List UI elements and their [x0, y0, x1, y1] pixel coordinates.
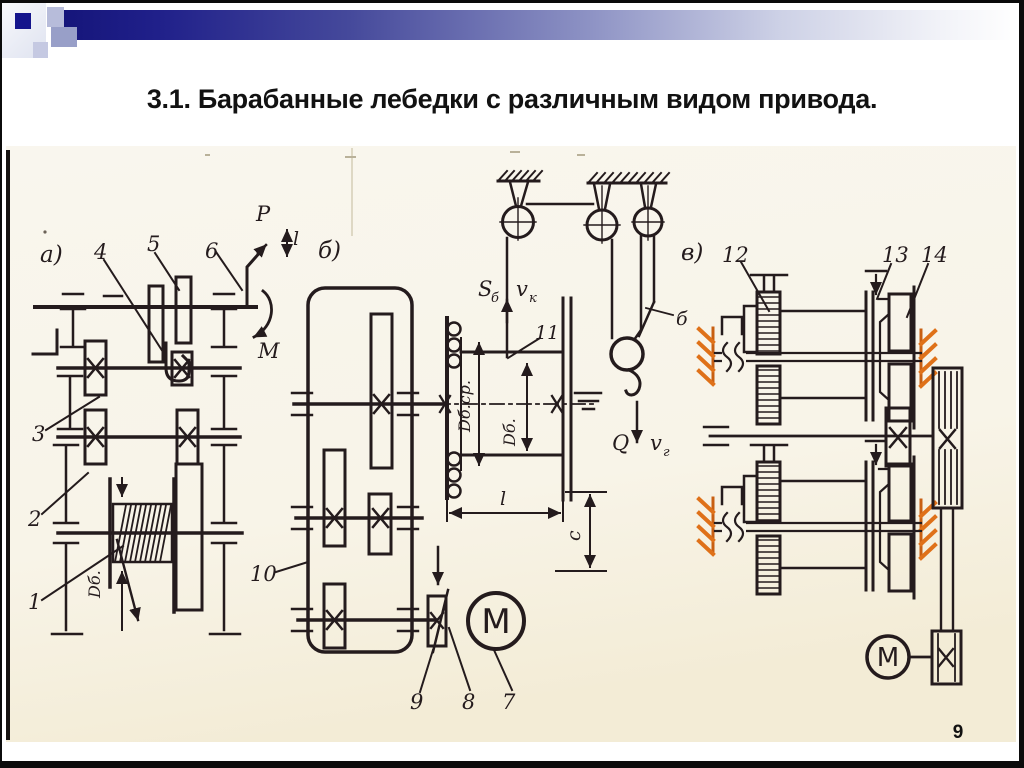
torque-label: M [257, 339, 280, 363]
vertical-gear-column [930, 366, 964, 686]
part-label-14: 14 [921, 243, 948, 267]
deco-square-light2 [33, 42, 48, 58]
section-label-v: в) [681, 240, 703, 266]
gearbox-gears [322, 312, 394, 650]
frame-left [0, 0, 2, 768]
scan-left-edge [6, 150, 10, 740]
drum-length-label: l [500, 488, 506, 510]
upper-drum-assembly [713, 269, 923, 430]
part-label-13: 13 [882, 243, 909, 267]
gearbox-housing [306, 286, 414, 654]
part-label-6: 6 [205, 239, 218, 263]
load-speed-sub: г [663, 445, 670, 460]
housing-bearings [290, 391, 420, 633]
part-label-12: 12 [722, 243, 749, 267]
part-label-7: 7 [502, 690, 516, 714]
deco-square-dark [15, 13, 31, 29]
output-shaft [702, 406, 934, 468]
part-label-5: 5 [147, 232, 160, 256]
frame-right [1019, 0, 1024, 768]
rope-speed-label: v [516, 277, 528, 301]
part-leaders-a [40, 251, 181, 602]
scan-artifacts [43, 148, 585, 236]
anchor-hatch-marks [696, 326, 938, 561]
drum-dimensions [446, 342, 607, 572]
slide-title: 3.1. Барабанные лебедки с различным видо… [146, 84, 878, 114]
crank-force-label: P [255, 202, 271, 226]
diagram-a-hand-winch [31, 229, 293, 636]
rope-speed-sub: к [529, 291, 537, 306]
section-label-b: б) [318, 238, 341, 264]
diagram-b-motor-winch [274, 169, 675, 694]
drum-diameter-dimension [115, 477, 141, 631]
part-leaders-b [274, 336, 542, 694]
crank-handle [214, 229, 293, 339]
part-label-8: 8 [462, 690, 475, 714]
drum-diameter-label-b: Dб. [500, 418, 519, 447]
part-leaders-v [739, 260, 930, 319]
bearing-pedestals [50, 292, 242, 636]
diagram-v-twin-drum-winch [696, 260, 964, 686]
frame-bracket [31, 328, 59, 356]
part-label-9: 9 [410, 690, 423, 714]
rope-tension-sub: б [491, 291, 499, 306]
pulley-block-system [496, 169, 675, 397]
part-label-10: 10 [250, 562, 277, 586]
page-number: 9 [952, 722, 964, 743]
drum-mean-diameter-label: Dб.ср. [455, 380, 474, 433]
part-label-11: 11 [535, 322, 559, 344]
lower-drum-assembly [713, 439, 923, 600]
drum-diameter-label-a: Dб. [85, 570, 104, 599]
part-label-1: 1 [28, 590, 41, 614]
brake-coupling [426, 545, 450, 654]
ratchet-wheel [147, 284, 165, 364]
header-bar [62, 10, 1019, 40]
load-label: Q [612, 431, 629, 455]
crank-gear [174, 275, 193, 345]
frame-top [0, 0, 1024, 3]
motor-v-label: М [877, 643, 899, 673]
rope-pointer-label: б [676, 308, 688, 330]
rope-tension-label: S [478, 277, 492, 301]
part-label-4: 4 [93, 240, 107, 264]
part-label-2: 2 [27, 507, 41, 531]
hook [624, 368, 642, 397]
deco-square-mid [51, 27, 77, 47]
drum [108, 462, 204, 614]
frame-bottom [0, 761, 1024, 768]
crank-stroke-label: l [293, 228, 299, 250]
load-speed-label: v [650, 431, 662, 455]
motor-b-label: М [481, 602, 510, 642]
motor-b-circle [466, 591, 526, 651]
part-label-3: 3 [32, 422, 45, 446]
section-label-a: а) [40, 242, 63, 268]
axis-height-label: c [563, 530, 585, 541]
hook-block [609, 336, 645, 372]
pawl-hook [164, 341, 191, 383]
figure-scan: а) P l M 6 4 5 3 2 1 Dб. [6, 146, 1016, 742]
deco-square-light1 [47, 7, 64, 27]
